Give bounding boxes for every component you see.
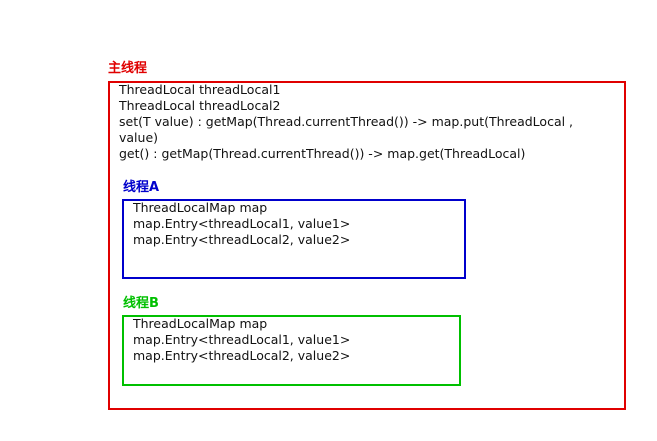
thread-b-label: 线程B xyxy=(123,296,159,311)
thread-b-line-1: ThreadLocalMap map xyxy=(133,316,268,331)
main-thread-line-4: get() : getMap(Thread.currentThread()) -… xyxy=(119,146,526,161)
main-thread-line-2: ThreadLocal threadLocal2 xyxy=(119,98,281,113)
main-thread-content: ThreadLocal threadLocal1 ThreadLocal thr… xyxy=(119,82,599,162)
thread-b-line-3: map.Entry<threadLocal2, value2> xyxy=(133,348,351,363)
main-thread-label: 主线程 xyxy=(108,61,148,76)
thread-a-label: 线程A xyxy=(123,180,160,195)
thread-a-line-3: map.Entry<threadLocal2, value2> xyxy=(133,232,351,247)
thread-a-line-1: ThreadLocalMap map xyxy=(133,200,268,215)
thread-a-content: ThreadLocalMap map map.Entry<threadLocal… xyxy=(133,200,350,248)
thread-b-content: ThreadLocalMap map map.Entry<threadLocal… xyxy=(133,316,350,364)
thread-b-box xyxy=(122,315,461,386)
main-thread-box xyxy=(108,81,626,410)
thread-a-line-2: map.Entry<threadLocal1, value1> xyxy=(133,216,351,231)
main-thread-line-3: set(T value) : getMap(Thread.currentThre… xyxy=(119,114,574,145)
thread-a-box xyxy=(122,199,466,279)
main-thread-line-1: ThreadLocal threadLocal1 xyxy=(119,82,281,97)
thread-b-line-2: map.Entry<threadLocal1, value1> xyxy=(133,332,351,347)
